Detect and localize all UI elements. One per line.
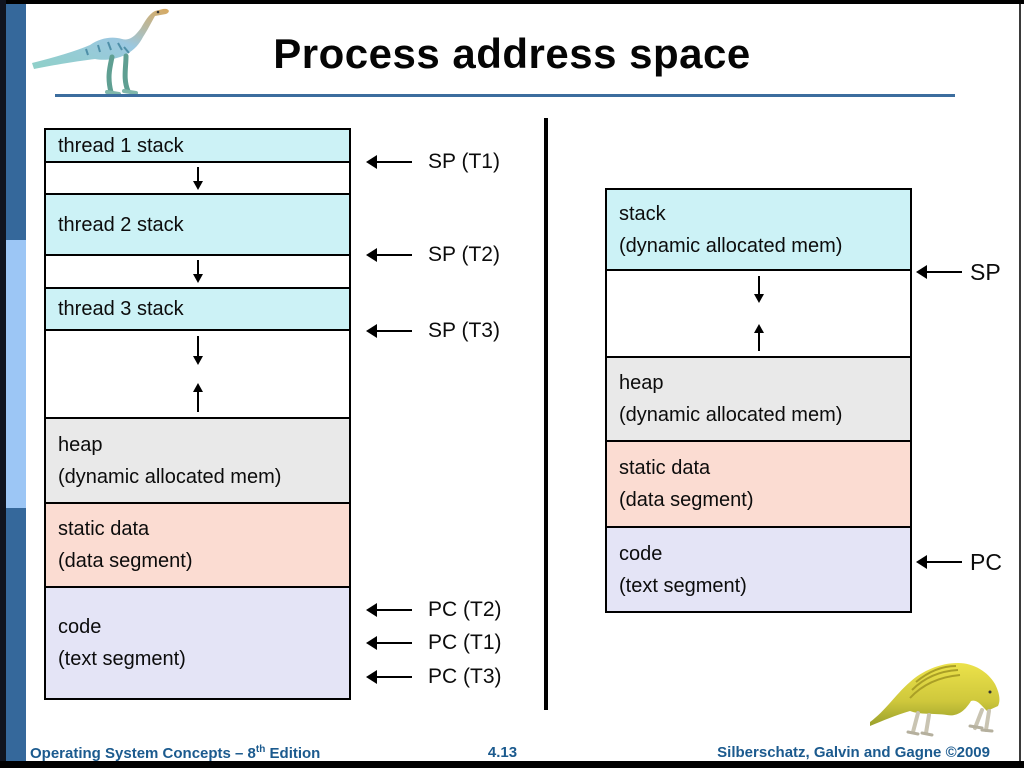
segment-thread1-stack: thread 1 stack: [46, 130, 349, 163]
segment-thread2-stack: thread 2 stack: [46, 195, 349, 256]
segment-label: thread 1 stack: [58, 134, 184, 157]
segment-sublabel: (text segment): [58, 648, 186, 670]
slide-top-border: [0, 0, 1024, 4]
pointer-label: SP (T3): [428, 319, 500, 342]
footer-authors: Silberschatz, Galvin and Gagne ©2009: [717, 744, 990, 761]
segment-label: thread 2 stack: [58, 213, 184, 236]
slide-bottom-border: [0, 761, 1024, 768]
stack-growth-gap-1: [46, 163, 349, 195]
down-arrow-icon: [753, 276, 764, 303]
segment-label: static data: [619, 457, 711, 479]
pointer-sp-t1: SP (T1): [366, 149, 500, 175]
stack-heap-growth-gap: [607, 271, 910, 358]
segment-heap: heap (dynamic allocated mem): [607, 358, 910, 442]
footer-book-tail: Edition: [265, 745, 321, 762]
pointer-label: PC (T3): [428, 665, 502, 688]
pointer-sp-t3: SP (T3): [366, 318, 500, 344]
left-arrow-icon: [366, 155, 412, 169]
dinosaur-footer-icon: [870, 663, 1000, 737]
segment-label: heap: [58, 433, 103, 456]
dinosaur-logo-icon: [32, 8, 169, 96]
sidebar-dark-segment-top: [6, 4, 26, 240]
segment-thread3-stack: thread 3 stack: [46, 289, 349, 331]
multithreaded-address-space-diagram: thread 1 stack thread 2 stack thread 3 s…: [44, 128, 351, 700]
pointer-label: PC (T2): [428, 598, 502, 621]
pointer-pc: PC: [916, 548, 1002, 575]
left-arrow-icon: [366, 324, 412, 338]
segment-code: code (text segment): [46, 588, 349, 698]
segment-sublabel: (dynamic allocated mem): [619, 404, 843, 426]
slide-number: 4.13: [487, 744, 518, 761]
pointer-label: PC (T1): [428, 631, 502, 654]
segment-stack: stack (dynamic allocated mem): [607, 190, 910, 271]
pointer-sp-t2: SP (T2): [366, 242, 500, 268]
stack-heap-growth-gap: [46, 331, 349, 419]
down-arrow-icon: [192, 336, 203, 365]
pointer-label: SP (T2): [428, 243, 500, 266]
single-thread-address-space-diagram: stack (dynamic allocated mem) heap (dyna…: [605, 188, 912, 613]
left-arrow-icon: [916, 265, 962, 279]
pointer-pc-t1: PC (T1): [366, 630, 502, 656]
left-arrow-icon: [366, 603, 412, 617]
pointer-sp: SP: [916, 258, 1001, 285]
diagram-divider-line: [544, 118, 548, 710]
down-arrow-icon: [192, 166, 203, 190]
segment-label: code: [58, 616, 102, 638]
segment-sublabel: (text segment): [619, 574, 747, 597]
footer-book-title: Operating System Concepts – 8th Edition: [30, 744, 320, 762]
footer-book-main: Operating System Concepts – 8: [30, 745, 256, 762]
segment-label: static data: [58, 518, 150, 540]
decorative-sidebar: [6, 4, 26, 761]
pointer-label: PC: [970, 548, 1002, 575]
title-underline-rule: [55, 94, 955, 97]
left-arrow-icon: [366, 670, 412, 684]
pointer-label: SP: [970, 258, 1001, 285]
pointer-pc-t3: PC (T3): [366, 664, 502, 690]
segment-static-data: static data (data segment): [46, 504, 349, 588]
slide-right-border: [1019, 4, 1021, 761]
footer-book-sup: th: [255, 744, 266, 755]
sidebar-light-segment: [6, 240, 26, 508]
up-arrow-icon: [192, 383, 203, 412]
segment-static-data: static data (data segment): [607, 442, 910, 528]
left-arrow-icon: [366, 636, 412, 650]
left-arrow-icon: [916, 555, 962, 569]
stack-growth-gap-2: [46, 256, 349, 289]
pointer-pc-t2: PC (T2): [366, 597, 502, 623]
segment-sublabel: (data segment): [619, 489, 754, 511]
segment-code: code (text segment): [607, 528, 910, 611]
segment-label: stack: [619, 202, 666, 225]
pointer-label: SP (T1): [428, 150, 500, 173]
segment-sublabel: (data segment): [58, 550, 193, 572]
sidebar-dark-segment-bottom: [6, 508, 26, 761]
up-arrow-icon: [753, 324, 764, 351]
left-arrow-icon: [366, 248, 412, 262]
segment-heap: heap (dynamic allocated mem): [46, 419, 349, 504]
page-title: Process address space: [273, 30, 751, 77]
segment-label: code: [619, 542, 663, 565]
down-arrow-icon: [192, 260, 203, 283]
segment-sublabel: (dynamic allocated mem): [619, 234, 843, 257]
segment-label: thread 3 stack: [58, 298, 184, 320]
slide-left-border: [0, 0, 6, 768]
segment-sublabel: (dynamic allocated mem): [58, 465, 282, 488]
segment-label: heap: [619, 372, 664, 394]
